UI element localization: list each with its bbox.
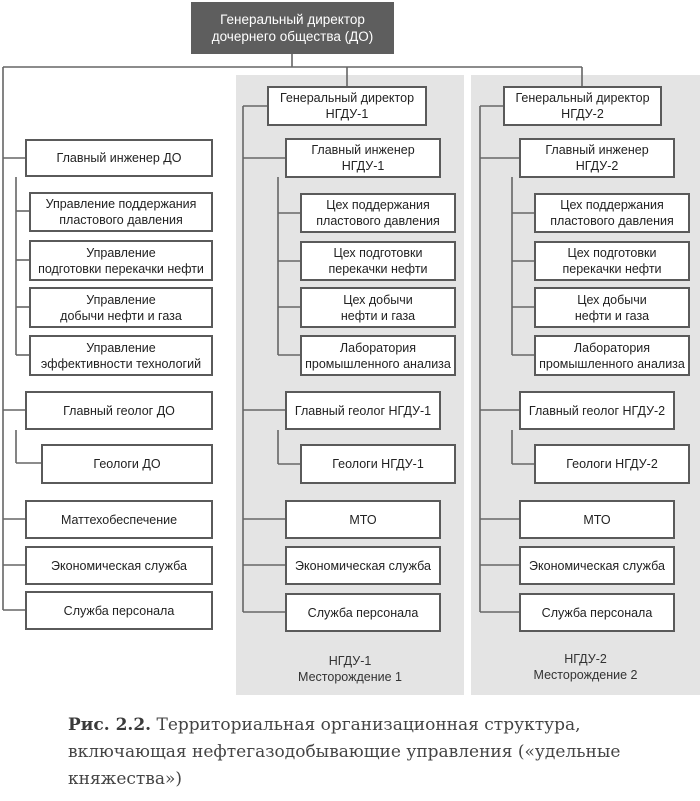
do-chief-engineer-box: Главный инженер ДО xyxy=(25,139,213,177)
ngdu1-geologists-box: Геологи НГДУ-1 xyxy=(300,444,456,484)
ngdu1-personnel-box: Служба персонала xyxy=(285,593,441,632)
do-chief-geologist-box: Главный геолог ДО xyxy=(25,391,213,430)
ngdu2-shop-box: Цех поддержания пластового давления xyxy=(534,193,690,233)
ngdu1-shop-box: Цех подготовки перекачки нефти xyxy=(300,241,456,281)
ngdu1-economics-box: Экономическая служба xyxy=(285,546,441,585)
do-geologists-box: Геологи ДО xyxy=(41,444,213,484)
do-department-box: Управление эффективности технологий xyxy=(29,335,213,376)
ngdu2-economics-box: Экономическая служба xyxy=(519,546,675,585)
do-personnel-box: Служба персонала xyxy=(25,591,213,630)
figure-caption-text: Территориальная организационная структур… xyxy=(68,715,621,789)
ngdu1-chief-engineer-box: Главный инженер НГДУ-1 xyxy=(285,138,441,178)
ngdu1-shop-box: Цех добычи нефти и газа xyxy=(300,287,456,328)
ngdu2-panel xyxy=(471,75,700,695)
do-supply-box: Маттехобеспечение xyxy=(25,500,213,539)
ngdu2-shop-box: Цех подготовки перекачки нефти xyxy=(534,241,690,281)
ngdu1-panel-label: НГДУ-1 Месторождение 1 xyxy=(298,654,402,684)
ngdu2-shop-box: Цех добычи нефти и газа xyxy=(534,287,690,328)
ngdu1-panel xyxy=(236,75,464,695)
ngdu1-shop-box: Цех поддержания пластового давления xyxy=(300,193,456,233)
figure-caption: Рис. 2.2. Территориальная организационна… xyxy=(68,712,688,793)
ngdu1-lab-box: Лаборатория промышленного анализа xyxy=(300,335,456,376)
ngdu1-supply-box: МТО xyxy=(285,500,441,539)
do-department-box: Управление поддержания пластового давлен… xyxy=(29,192,213,232)
ngdu1-chief-geologist-box: Главный геолог НГДУ-1 xyxy=(285,391,441,430)
ngdu2-personnel-box: Служба персонала xyxy=(519,593,675,632)
ngdu2-panel-label: НГДУ-2 Месторождение 2 xyxy=(533,652,638,682)
figure-number: Рис. 2.2. xyxy=(68,715,152,735)
ngdu2-director-box: Генеральный директор НГДУ-2 xyxy=(503,86,662,126)
ngdu2-lab-box: Лаборатория промышленного анализа xyxy=(534,335,690,376)
do-department-box: Управление подготовки перекачки нефти xyxy=(29,240,213,281)
do-economics-box: Экономическая служба xyxy=(25,546,213,585)
ngdu2-supply-box: МТО xyxy=(519,500,675,539)
ngdu2-chief-engineer-box: Главный инженер НГДУ-2 xyxy=(519,138,675,178)
ngdu2-geologists-box: Геологи НГДУ-2 xyxy=(534,444,690,484)
ngdu1-director-box: Генеральный директор НГДУ-1 xyxy=(267,86,427,126)
ceo-box: Генеральный директор дочернего общества … xyxy=(191,2,394,54)
do-department-box: Управление добычи нефти и газа xyxy=(29,287,213,328)
ngdu2-chief-geologist-box: Главный геолог НГДУ-2 xyxy=(519,391,675,430)
